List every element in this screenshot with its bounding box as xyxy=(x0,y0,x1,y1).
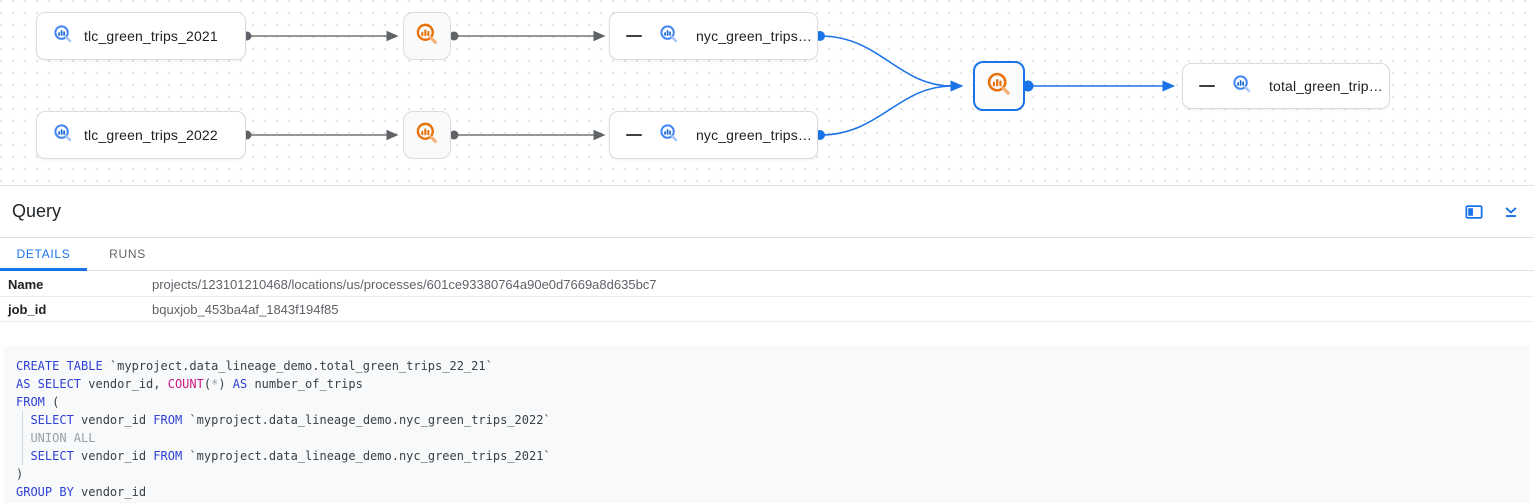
details-table: Name projects/123101210468/locations/us/… xyxy=(0,272,1534,322)
bigquery-table-icon xyxy=(53,123,73,148)
bigquery-table-icon xyxy=(53,24,73,49)
query-panel-header: Query xyxy=(0,186,1534,238)
bigquery-table-icon xyxy=(1232,74,1252,99)
table-node-total-green-trips[interactable]: total_green_trip… xyxy=(1182,63,1390,109)
bigquery-process-icon xyxy=(415,22,439,51)
panel-tabs: DETAILS RUNS xyxy=(0,238,1534,271)
table-node-label: tlc_green_trips_2022 xyxy=(84,127,218,143)
tab-details[interactable]: DETAILS xyxy=(0,238,87,271)
indent-guide xyxy=(22,411,23,465)
bigquery-process-icon xyxy=(986,71,1012,102)
table-node-nyc-green-trips-bottom[interactable]: nyc_green_trips… xyxy=(609,111,818,159)
collapse-icon[interactable] xyxy=(626,133,642,137)
open-side-panel-icon[interactable] xyxy=(1465,203,1483,221)
detail-row-job-id: job_id bquxjob_453ba4af_1843f194f85 xyxy=(0,297,1534,322)
lineage-edges xyxy=(242,30,1176,141)
collapse-icon[interactable] xyxy=(626,34,642,38)
detail-value: projects/123101210468/locations/us/proce… xyxy=(152,276,657,292)
bigquery-table-icon xyxy=(659,24,679,49)
detail-label: job_id xyxy=(8,301,47,317)
sql-query-code: CREATE TABLE `myproject.data_lineage_dem… xyxy=(4,346,1530,503)
detail-value: bquxjob_453ba4af_1843f194f85 xyxy=(152,301,339,317)
table-node-label: nyc_green_trips… xyxy=(696,127,813,143)
bigquery-table-icon xyxy=(659,123,679,148)
tab-runs[interactable]: RUNS xyxy=(109,247,146,261)
collapse-panel-icon[interactable] xyxy=(1502,203,1520,221)
detail-label: Name xyxy=(8,276,44,292)
collapse-icon[interactable] xyxy=(1199,84,1215,88)
table-node-label: nyc_green_trips… xyxy=(696,28,813,44)
table-node-tlc-green-trips-2022[interactable]: tlc_green_trips_2022 xyxy=(36,111,246,159)
table-node-label: tlc_green_trips_2021 xyxy=(84,28,218,44)
process-node-top[interactable] xyxy=(403,12,451,60)
table-node-nyc-green-trips-top[interactable]: nyc_green_trips… xyxy=(609,12,818,60)
table-node-tlc-green-trips-2021[interactable]: tlc_green_trips_2021 xyxy=(36,12,246,60)
process-node-bottom[interactable] xyxy=(403,111,451,159)
table-node-label: total_green_trip… xyxy=(1269,78,1383,94)
detail-row-name: Name projects/123101210468/locations/us/… xyxy=(0,272,1534,297)
process-node-selected[interactable] xyxy=(973,61,1025,111)
lineage-graph[interactable]: tlc_green_trips_2021 tlc_green_trips_202… xyxy=(0,0,1534,186)
bigquery-process-icon xyxy=(415,121,439,150)
panel-title: Query xyxy=(12,201,62,221)
